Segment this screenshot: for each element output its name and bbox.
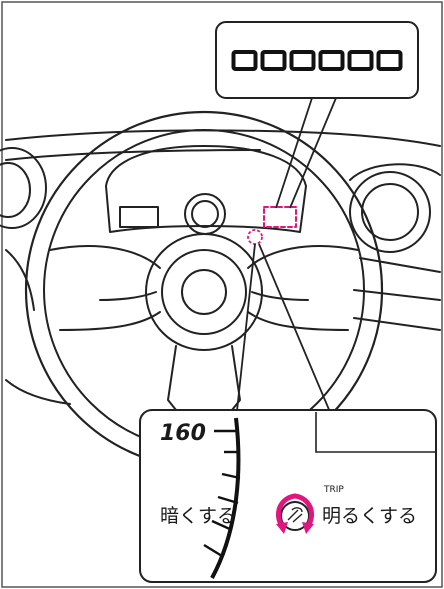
right-vent-hood <box>349 163 441 181</box>
display-callout-box <box>215 21 419 99</box>
dash-left-line-2 <box>5 379 71 405</box>
zoom-leader-left <box>235 243 256 421</box>
dash-right-line-3 <box>353 317 441 331</box>
trip-knob[interactable] <box>276 493 314 534</box>
dash-top-curve <box>5 129 441 147</box>
display-leader-right <box>289 97 337 209</box>
tick-minor-2 <box>221 472 241 480</box>
spoke-right-mid <box>251 291 309 301</box>
odometer-digit-icon <box>376 50 403 71</box>
tick-minor-5 <box>203 543 223 558</box>
spoke-right-bottom <box>247 311 349 331</box>
zoom-leader-right <box>258 243 331 413</box>
instrument-cluster-hood <box>105 145 307 233</box>
trip-label: TRIP <box>323 485 344 495</box>
trip-knob-icon <box>280 501 310 531</box>
rotate-left-arrowhead <box>276 522 288 534</box>
display-leader-left <box>275 97 313 209</box>
odometer-digit-icon <box>231 50 258 71</box>
zoom-callout: 160 TRIP 暗くする 明るくする <box>139 243 437 583</box>
odometer-digit-icon <box>289 50 316 71</box>
odometer-digit-icon <box>347 50 374 71</box>
spoke-left-bottom <box>59 311 161 331</box>
tick-minor-4 <box>211 519 233 532</box>
left-vent-inner <box>0 162 31 218</box>
right-vent-outer <box>349 171 431 253</box>
odometer-digits <box>231 50 403 71</box>
steering-hub-outer <box>145 233 263 351</box>
dash-right-line-2 <box>353 289 441 301</box>
odometer-digit-icon <box>318 50 345 71</box>
steering-hub-inner <box>161 249 247 335</box>
left-gauge-window <box>119 206 159 228</box>
speed-mark-160: 160 <box>160 421 206 446</box>
dash-left-line-1 <box>5 249 35 311</box>
odometer-highlight-box <box>263 206 297 228</box>
meter-panel-edge <box>315 412 436 453</box>
right-vent-inner <box>361 183 419 241</box>
left-vent-outer <box>0 147 47 229</box>
rotate-right-arrow-icon <box>292 493 314 529</box>
odometer-digit-icon <box>260 50 287 71</box>
knob-grip-icon <box>287 507 303 523</box>
dash-right-line-1 <box>359 257 441 273</box>
speedometer-ticks <box>203 429 241 558</box>
speedometer-arc <box>210 417 241 579</box>
tick-minor-3 <box>217 495 239 505</box>
display-callout <box>215 21 419 209</box>
dim-label: 暗くする <box>160 505 236 527</box>
spoke-left-mid <box>99 291 157 301</box>
brighten-label: 明るくする <box>322 505 417 527</box>
rotate-right-arrowhead <box>302 522 314 534</box>
steering-hub-emblem <box>181 269 227 315</box>
center-gauge-inner <box>191 200 219 228</box>
rotate-left-arrow-icon <box>276 493 298 529</box>
